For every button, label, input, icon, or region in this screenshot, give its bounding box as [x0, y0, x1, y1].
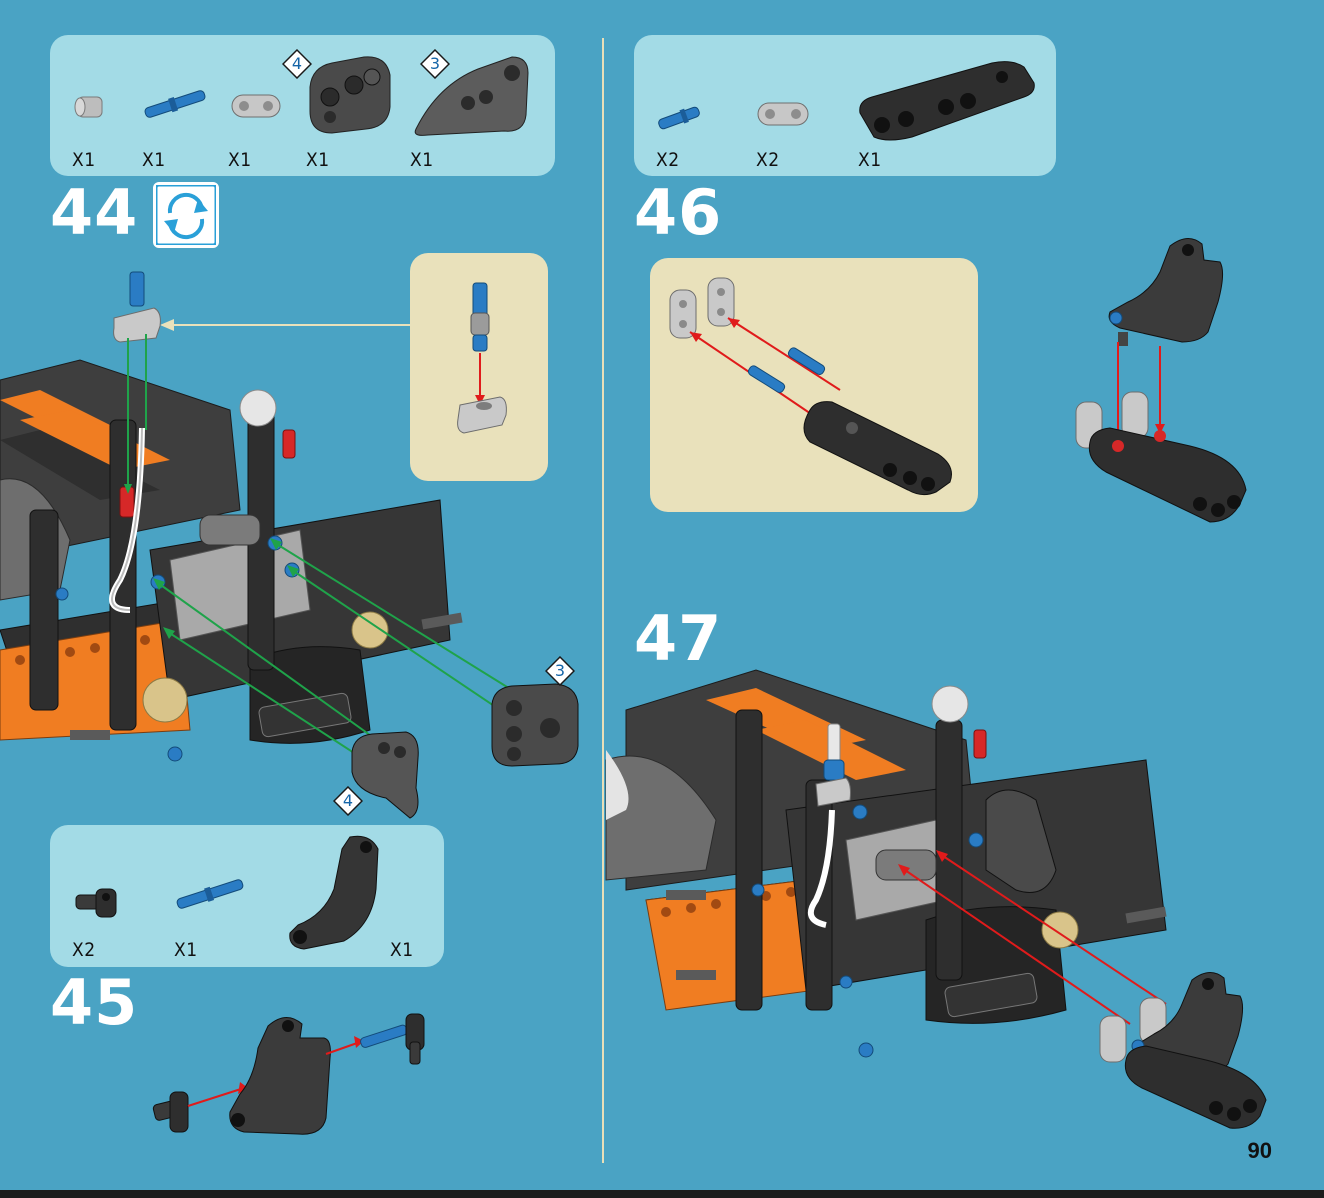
part-angle-connector-icon	[72, 883, 124, 923]
qty-46-1: X2	[656, 149, 680, 171]
bottom-bar	[0, 1190, 1324, 1198]
qty-46-3: X1	[858, 149, 882, 171]
parts-panel-46: X2 X2 X1	[634, 35, 1056, 176]
part-curved-panel-icon-45	[284, 829, 394, 953]
model-step-45	[148, 1008, 438, 1148]
part-beam-2-icon-46	[752, 95, 814, 133]
inset-46-assembly	[660, 270, 970, 500]
inset-panel-46	[650, 258, 978, 512]
step-44-block-3	[486, 676, 586, 772]
page-number: 90	[1248, 1138, 1272, 1164]
qty-46-2: X2	[756, 149, 780, 171]
callout-badge-4: 4	[333, 786, 363, 816]
qty-45-2: X1	[174, 939, 198, 961]
part-blue-pin-icon-45	[170, 877, 250, 911]
qty-45-3: X1	[390, 939, 414, 961]
callout-badge-3: 3	[545, 656, 575, 686]
part-short-blue-pin-icon	[652, 103, 706, 133]
page-divider	[602, 38, 604, 1163]
step-number-46: 46	[634, 182, 722, 244]
parts-panel-45: X2 X1 X1	[50, 825, 444, 967]
model-step-46-result	[1070, 232, 1260, 532]
step-number-45: 45	[50, 972, 138, 1034]
qty-45-1: X2	[72, 939, 96, 961]
part-long-panel-icon	[852, 53, 1042, 145]
model-step-47	[606, 650, 1306, 1140]
